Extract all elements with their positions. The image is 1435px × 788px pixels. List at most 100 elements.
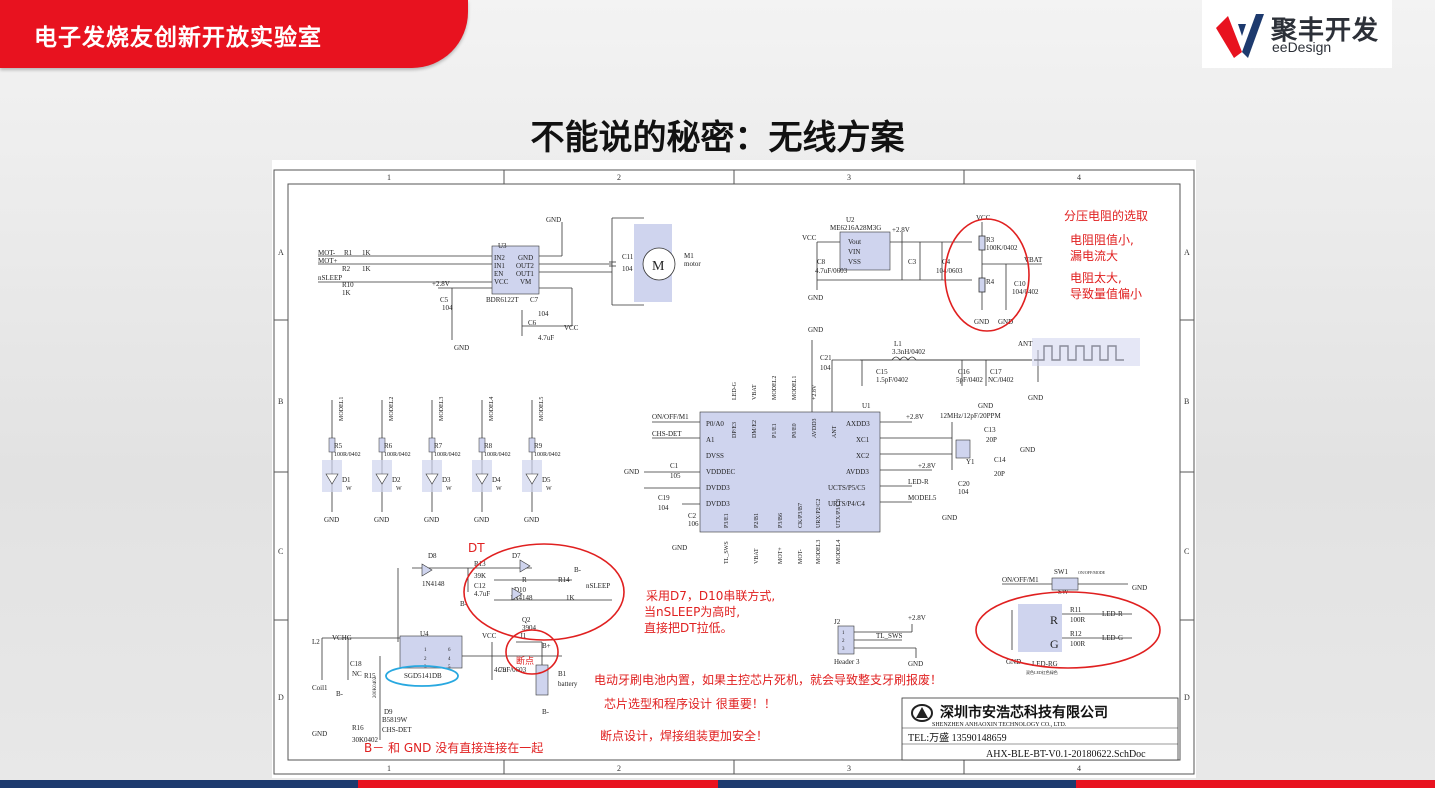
u3-pin-out2: OUT2 (516, 262, 534, 270)
net-onoff: ON/OFF/M1 (652, 413, 689, 421)
m1-ref: M1 (684, 252, 694, 260)
led-net-label: MODEL5 (539, 397, 545, 421)
c8-val: 4.7uF/0603 (815, 267, 848, 275)
net-onoff-sw: ON/OFF/M1 (1002, 576, 1039, 584)
led-r-ref: R5 (334, 442, 343, 450)
c7-val: 104 (538, 310, 549, 318)
j2-pin-1: 1 (842, 631, 845, 636)
title-block (901, 697, 1179, 761)
row-label-c-right: C (1184, 547, 1189, 556)
q-val: 3904 (522, 624, 537, 632)
led-resistor (328, 437, 336, 453)
motor-driver-chip (491, 245, 540, 295)
bicolor-led-circle (975, 591, 1161, 669)
c6-val: 4.7uF (538, 334, 554, 342)
led-diode-icon (525, 473, 539, 485)
net-led-r-sw: LED-R (1102, 610, 1123, 618)
led-d-ref: D2 (392, 476, 401, 484)
footer-bar-segment-2 (358, 780, 718, 788)
d10-diode-icon (511, 587, 523, 601)
c2-ref: C2 (688, 512, 697, 520)
u3-pin-vcc: VCC (494, 278, 509, 286)
led-net-label: MODEL4 (489, 397, 495, 421)
mcu-pin-dvdd3-a: DVDD3 (706, 484, 730, 492)
sw-gnd: GND (1132, 584, 1147, 592)
j1-ref: J1 (520, 632, 527, 640)
u3-pin-vm: VM (520, 278, 532, 286)
r11-ref: R11 (1070, 606, 1082, 614)
charger-bminus-1: B- (574, 566, 582, 574)
mcu-top-net: LED-G (732, 381, 738, 400)
c20-ref: C20 (958, 480, 970, 488)
net-led-g-sw: LED-G (1102, 634, 1123, 642)
switch-symbol (1051, 577, 1079, 591)
mcu-bottom-pin: P3/B6 (778, 513, 784, 528)
header-banner: 电子发烧友创新开放实验室 (0, 0, 468, 68)
net-tl-sws: TL_SWS (876, 632, 903, 640)
mcu-pin-xc1: XC1 (856, 436, 870, 444)
ant-label: ANT (1018, 340, 1033, 348)
c20-val: 104 (958, 488, 969, 496)
schematic-figure: 1 2 3 4 1 2 3 4 A B C D A B C D U3 (272, 160, 1196, 778)
annot-series-l2: 当nSLEEP为高时, (644, 604, 740, 619)
led-gnd: GND (374, 516, 389, 524)
led-w: W (446, 486, 452, 492)
ldo-chip (839, 231, 891, 271)
c1-ref: C1 (670, 462, 679, 470)
led-w: W (496, 486, 502, 492)
mcu-bottom-net: MODEL4 (836, 540, 842, 564)
charger-bplus: B+ (542, 642, 551, 650)
vcc-label-motor: VCC (564, 324, 579, 332)
c9-val: 4.7uF/0603 (494, 666, 527, 674)
annot-divider-l3: 电阻太大, (1070, 270, 1122, 285)
c5-ref: C5 (440, 296, 449, 304)
c8-ref: C8 (817, 258, 826, 266)
led-net-label: MODEL1 (339, 397, 345, 421)
c19-val: 104 (658, 504, 669, 512)
bicolor-led-highlight (1018, 604, 1062, 652)
u3-pin-en: EN (494, 270, 503, 278)
ldo-gnd: GND (808, 294, 823, 302)
mcu-top-net: MODEL1 (792, 376, 798, 400)
b1-name: battery (558, 680, 578, 688)
logo-subtitle: eeDesign (1272, 39, 1332, 55)
col-label-1-bottom: 1 (387, 764, 391, 773)
l1-ref: L1 (894, 340, 902, 348)
led-resistor (528, 437, 536, 453)
header-connector (837, 625, 855, 655)
title-tel: TEL:万盛 13590148659 (908, 731, 1007, 744)
led-resistor (428, 437, 436, 453)
eedesign-logo-icon (1216, 14, 1264, 58)
u3-pin-in2: IN2 (494, 254, 505, 262)
mcu-bottom-pin: UTX/P3/C3 (836, 499, 842, 528)
mcu-pin-vdddec: VDDDEC (706, 468, 735, 476)
annot-battery-l2: 芯片选型和程序设计 很重要！！ (604, 696, 776, 711)
motor-symbol (642, 247, 676, 281)
gnd-label-top: GND (546, 216, 561, 224)
footer-bar-segment-3 (718, 780, 1076, 788)
led-array: MODEL1R5100R/0402D1WGNDMODEL2R6100R/0402… (322, 397, 561, 524)
led-r-letter: R (1050, 613, 1058, 627)
coil-bminus: B- (336, 690, 344, 698)
led-r-ref: R8 (484, 442, 493, 450)
led-r-val: 100R/0402 (334, 452, 361, 458)
c2-val: 106 (688, 520, 699, 528)
row-label-a: A (278, 248, 284, 257)
led-w: W (346, 486, 352, 492)
r16-ref: R16 (352, 724, 364, 732)
battery-symbol (535, 664, 549, 696)
led-d-ref: D3 (442, 476, 451, 484)
net-chs-det: CHS-DET (652, 430, 682, 438)
r1-val: 1K (362, 249, 371, 257)
mcu-bottom-net: VBAT (754, 548, 760, 564)
mcu-top-net: VBAT (752, 384, 758, 400)
u3-pin-out1: OUT1 (516, 270, 534, 278)
row-label-c: C (278, 547, 283, 556)
r10-ref: R10 (342, 281, 354, 289)
d9-val: B5819W (382, 716, 408, 724)
mcu-top-pin: AVDD3 (812, 418, 818, 438)
motor-letter: M (652, 259, 665, 274)
divider-gnd-1: GND (974, 318, 989, 326)
r12-ref: R12 (1070, 630, 1082, 638)
